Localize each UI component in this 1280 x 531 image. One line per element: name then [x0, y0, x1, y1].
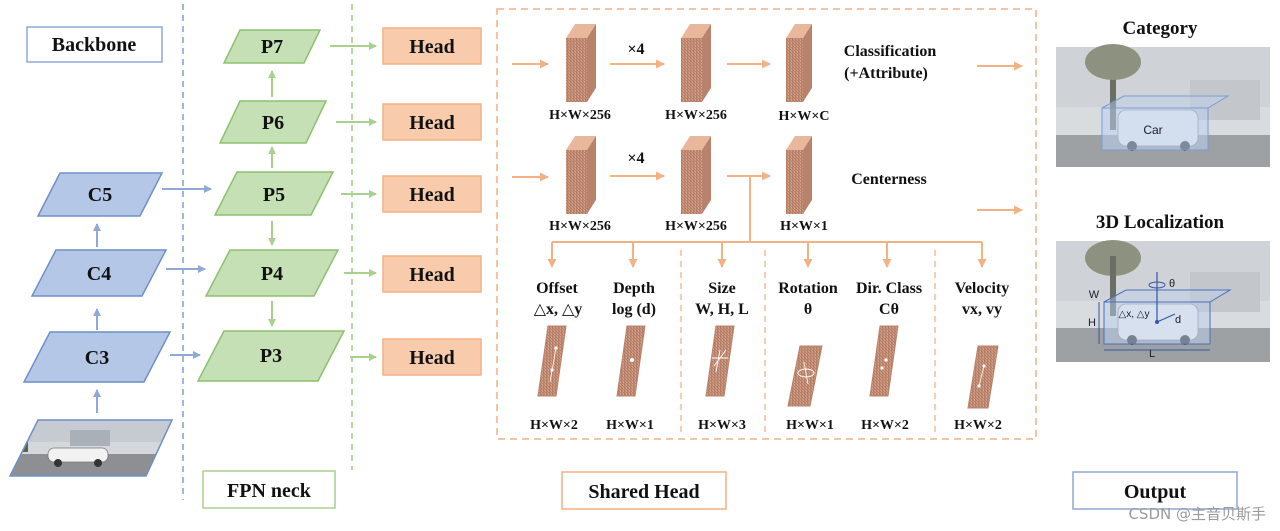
branch-size-sub: W, H, L [695, 301, 749, 318]
fpn-level-p3: P3 [196, 330, 346, 382]
dim-reg-1: H×W×256 [549, 219, 611, 234]
feature-map-cls-1 [566, 24, 596, 102]
loc-offset: △x, △y [1119, 309, 1150, 320]
dim-velocity: H×W×2 [954, 418, 1002, 433]
svg-text:C3: C3 [85, 347, 109, 369]
dim-depth: H×W×1 [606, 418, 654, 433]
feature-map-depth [616, 325, 646, 397]
feature-map-reg-1 [566, 136, 596, 214]
dim-cls-2: H×W×256 [665, 108, 727, 123]
svg-text:Head: Head [409, 264, 455, 286]
localization-title: 3D Localization [1096, 212, 1225, 233]
branch-velocity-title: Velocity [955, 280, 1010, 297]
fpn-neck-label-box [202, 470, 336, 509]
feature-map-offset [537, 325, 567, 397]
feature-map-dir-class [869, 325, 899, 397]
feature-map-reg-2 [681, 136, 711, 214]
feature-map-velocity [967, 345, 999, 409]
repeat-label-reg: ×4 [627, 150, 644, 167]
category-output-image: Car [1056, 44, 1270, 167]
repeat-label-cls: ×4 [627, 41, 644, 58]
dim-size: H×W×3 [698, 418, 746, 433]
backbone-stage-c5: C5 [36, 172, 164, 217]
output-label: Output [1124, 481, 1187, 503]
backbone-stage-c4: C4 [30, 249, 168, 297]
feature-map-size [705, 325, 735, 397]
head-p5: Head [382, 175, 482, 213]
category-bbox [1101, 107, 1209, 151]
dim-rotation: H×W×1 [786, 418, 834, 433]
shared-head-container [496, 8, 1037, 440]
branch-rotation-sub: θ [804, 301, 812, 318]
classification-attribute-label: (+Attribute) [844, 65, 928, 82]
svg-text:P4: P4 [261, 263, 283, 285]
feature-map-cls-2 [681, 24, 711, 102]
svg-text:Head: Head [409, 112, 455, 134]
car-shape [47, 447, 109, 463]
dim-offset: H×W×2 [530, 418, 578, 433]
category-title: Category [1123, 18, 1198, 39]
feature-map-centerness [786, 136, 812, 214]
shared-head-label-box [561, 471, 727, 510]
localization-output-image: W H L θ △x, △y d [1056, 240, 1270, 362]
head-p6: Head [382, 103, 482, 141]
dim-cls-3: H×W×C [779, 109, 830, 124]
branch-velocity-sub: vx, vy [962, 301, 1002, 318]
head-p3: Head [382, 338, 482, 376]
dim-dir-class: H×W×2 [861, 418, 909, 433]
centerness-label: Centerness [851, 171, 927, 188]
fpn-level-p6: P6 [218, 100, 328, 144]
input-image [8, 419, 174, 477]
head-p4: Head [382, 255, 482, 293]
svg-text:P3: P3 [260, 345, 282, 367]
loc-theta: θ [1169, 278, 1175, 290]
backbone-label: Backbone [52, 34, 137, 56]
svg-text:C4: C4 [87, 263, 111, 285]
branch-offset-sub: △x, △y [534, 301, 583, 318]
loc-w: W [1089, 289, 1100, 301]
branch-size-title: Size [708, 280, 736, 297]
svg-text:Head: Head [409, 36, 455, 58]
fpn-neck-label: FPN neck [227, 480, 312, 502]
feature-map-rotation [787, 345, 823, 407]
watermark: CSDN @主音贝斯手 [1128, 505, 1266, 523]
svg-text:P6: P6 [262, 112, 284, 134]
branch-depth-sub: log (d) [612, 301, 656, 318]
loc-l: L [1149, 348, 1155, 360]
feature-map-cls-3 [786, 24, 812, 102]
svg-text:Head: Head [409, 184, 455, 206]
fpn-level-p4: P4 [204, 249, 340, 297]
branch-offset-title: Offset [536, 280, 578, 297]
fpn-level-p5: P5 [213, 171, 335, 216]
output-label-box [1072, 471, 1238, 510]
backbone-label-box [26, 26, 163, 63]
branch-depth-title: Depth [613, 280, 655, 297]
loc-h: H [1088, 317, 1096, 329]
svg-text:C5: C5 [88, 184, 112, 206]
svg-text:P7: P7 [261, 36, 283, 58]
dim-cls-1: H×W×256 [549, 108, 611, 123]
shared-head-label: Shared Head [588, 481, 699, 503]
head-p7: Head [382, 27, 482, 65]
svg-text:P5: P5 [263, 184, 285, 206]
classification-label: Classification [844, 43, 937, 60]
svg-text:Head: Head [409, 347, 455, 369]
loc-depth: d [1175, 314, 1181, 326]
branch-dir-sub: Cθ [879, 301, 899, 318]
dim-centerness: H×W×1 [780, 219, 828, 234]
fpn-level-p7: P7 [222, 29, 322, 64]
branch-dir-title: Dir. Class [856, 280, 922, 297]
backbone-stage-c3: C3 [22, 331, 172, 383]
category-object-label: Car [1143, 123, 1162, 137]
branch-rotation-title: Rotation [778, 280, 838, 297]
dim-reg-2: H×W×256 [665, 219, 727, 234]
